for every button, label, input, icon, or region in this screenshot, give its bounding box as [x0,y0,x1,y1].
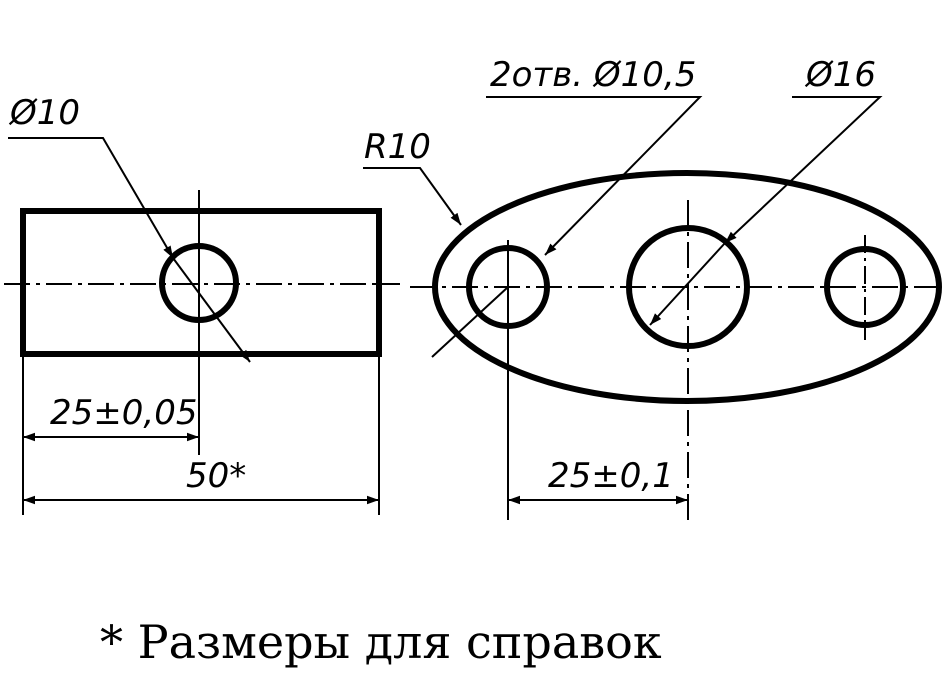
outer-radius-leader [363,167,462,226]
left-hole-leader [8,137,174,259]
left-half-length-label: 25±0,05 [50,393,197,433]
holes-callout-leader [486,96,703,256]
outer-radius-label: R10 [364,127,431,167]
reference-dimensions-note: * Размеры для справок [100,615,662,669]
left-hole-diameter-line [172,257,251,363]
left-hole-diameter-label: Ø10 [8,93,80,133]
center-hole-leader [724,96,883,244]
left-total-length-label: 50* [186,456,246,496]
center-hole-diameter-line [649,242,726,326]
front-view [4,137,400,515]
front-view-outline [20,208,382,357]
plan-view [363,96,945,522]
center-hole-diameter-label: Ø16 [804,55,876,95]
holes-callout-label: 2отв. Ø10,5 [490,55,696,95]
outer-radius-extension [431,286,509,358]
hole-spacing-label: 25±0,1 [548,456,674,496]
